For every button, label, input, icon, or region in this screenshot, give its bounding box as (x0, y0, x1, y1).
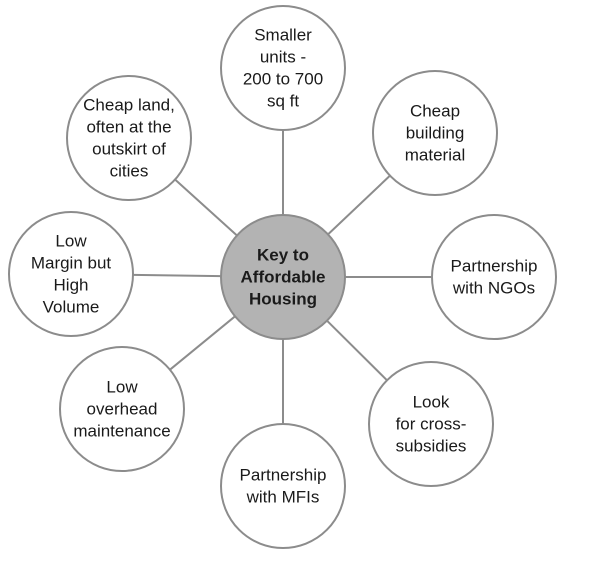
node-cheap-land-line-3: outskirt of (92, 140, 166, 159)
spoke-low-margin (132, 273, 222, 278)
node-low-overhead-line-3: maintenance (73, 422, 170, 441)
node-smaller-units-line-4: sq ft (267, 92, 299, 111)
node-cheap-land: Cheap land, often at the outskirt of cities (66, 75, 192, 201)
node-low-margin-line-1: Low (55, 232, 87, 251)
node-circle-smaller-units (220, 5, 346, 131)
node-cheap-building-material-line-1: Cheap (410, 102, 460, 121)
node-cross-subsidies-line-2: for cross- (396, 415, 467, 434)
node-partnership-ngos-line-1: Partnership (451, 257, 538, 276)
node-cheap-building-material: Cheap building material (372, 70, 498, 196)
node-low-overhead: Low overhead maintenance (59, 346, 185, 472)
node-circle-partnership-mfis (220, 423, 346, 549)
node-cross-subsidies: Look for cross-subsidies (368, 361, 494, 487)
node-partnership-mfis: Partnership with MFIs (220, 423, 346, 549)
node-cross-subsidies-line-1: Look (413, 393, 450, 412)
node-smaller-units-line-3: 200 to 700 (243, 70, 323, 89)
node-partnership-mfis-line-2: with MFIs (246, 488, 320, 507)
node-circle-low-overhead (59, 346, 185, 472)
node-low-margin-line-4: Volume (43, 298, 100, 317)
hub-title-line-3: Housing (249, 290, 317, 309)
node-low-overhead-line-2: overhead (87, 400, 158, 419)
spoke-cheap-building-material (327, 174, 391, 236)
node-smaller-units-line-2: units - (260, 48, 306, 67)
node-cheap-building-material-line-3: material (405, 146, 465, 165)
node-low-overhead-line-1: Low (106, 378, 138, 397)
spoke-cheap-land (174, 178, 238, 237)
node-circle-low-margin (8, 211, 134, 337)
node-cheap-land-line-4: cities (110, 162, 149, 181)
node-low-margin-line-3: High (54, 276, 89, 295)
node-low-margin-line-2: Margin but (31, 254, 112, 273)
spoke-lines (132, 130, 432, 424)
node-smaller-units-line-1: Smaller (254, 26, 312, 45)
node-partnership-ngos: Partnership with NGOs (431, 214, 557, 340)
node-partnership-ngos-line-2: with NGOs (452, 279, 535, 298)
node-circle-cheap-building-material (372, 70, 498, 196)
hub-circle (220, 214, 346, 340)
node-partnership-mfis-line-1: Partnership (240, 466, 327, 485)
node-cheap-land-line-2: often at the (86, 118, 171, 137)
node-circle-cross-subsidies (368, 361, 494, 487)
node-cheap-building-material-line-2: building (406, 124, 465, 143)
outer-nodes: Smaller units - 200 to 700 sq ft Cheap buildi… (8, 5, 557, 549)
spoke-cross-subsidies (326, 319, 388, 382)
node-cheap-land-line-1: Cheap land, (83, 96, 175, 115)
spoke-low-overhead (169, 315, 236, 371)
hub-title-line-1: Key to (257, 246, 309, 265)
node-cross-subsidies-line-3: subsidies (396, 437, 467, 456)
node-smaller-units: Smaller units - 200 to 700 sq ft (220, 5, 346, 131)
node-circle-cheap-land (66, 75, 192, 201)
node-circle-partnership-ngos (431, 214, 557, 340)
hub-title-line-2: Affordable (241, 268, 326, 287)
